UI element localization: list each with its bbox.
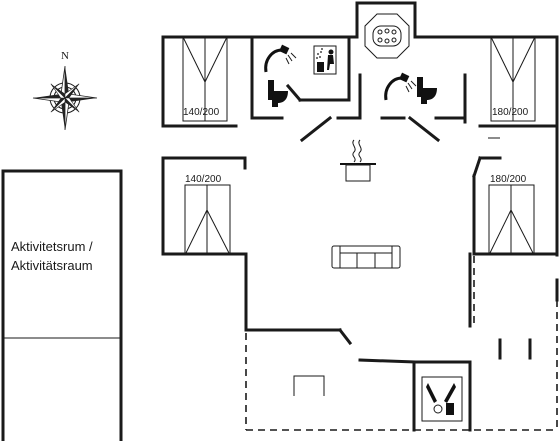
bed-label: 140/200: [183, 107, 220, 118]
bed-label: 180/200: [490, 174, 527, 185]
barbecue-icon: [421, 376, 463, 422]
compass-north-label: N: [61, 50, 69, 62]
house-walls: [161, 1, 559, 432]
whirlpool-icon: [364, 13, 410, 59]
sauna-icon: [313, 45, 337, 75]
cooking-pot-icon: [340, 139, 376, 182]
bed-icon: [182, 36, 228, 122]
bed-label: 180/200: [492, 107, 529, 118]
sofa-icon: [331, 245, 401, 269]
shower-icon: [264, 44, 297, 73]
annex-building: [1, 169, 123, 441]
bed-icon: [490, 36, 536, 122]
compass-rose-icon: [32, 65, 98, 131]
annex-label-line1: Aktivitetsrum /: [11, 239, 93, 254]
terrace-outline: [245, 256, 558, 431]
shower-icon: [384, 72, 417, 101]
bed-icon: [488, 184, 535, 256]
bed-label: 140/200: [185, 174, 222, 185]
terrace-table: [293, 375, 325, 396]
annex-label-line2: Aktivitätsraum: [11, 258, 93, 273]
bed-icon: [184, 184, 231, 256]
toilet-icon: [268, 80, 288, 107]
toilet-icon: [417, 77, 437, 104]
